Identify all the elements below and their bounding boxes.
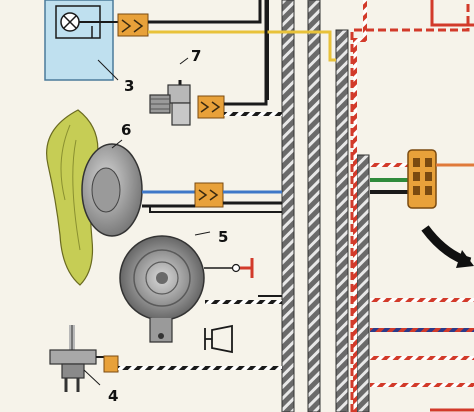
sensor-icon [167,84,191,104]
label-6: 6 [121,121,131,139]
label-4: 4 [108,387,118,405]
component-7-sensor [149,57,191,126]
label-7: 7 [191,47,201,65]
connector-sensor-7 [197,95,225,119]
pointer-arrow-head [456,250,474,268]
label-5: 5 [218,228,228,246]
connector-lamp [117,13,149,37]
connector-fan [194,182,224,208]
component-3-lamp [44,0,119,81]
horn-symbol-icon [204,324,233,354]
right-side-wires [350,0,474,412]
label-3: 3 [124,77,134,95]
component-6-fan-motor [46,109,143,286]
component-5-horn [119,231,254,343]
component-4-sensor [49,325,101,392]
connector-sensor-4 [103,355,119,373]
sensor-icon [49,349,97,365]
multi-pin-connector [370,149,474,209]
